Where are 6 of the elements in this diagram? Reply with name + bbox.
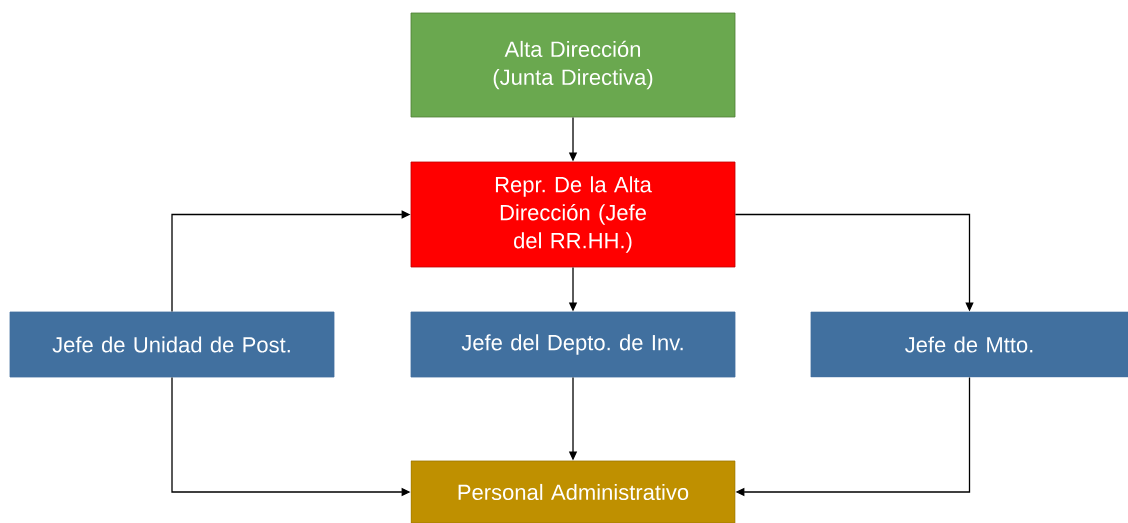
process-box: Jefe de Mtto. [810,311,1128,378]
process-box: Personal Administrativo [410,460,736,523]
process-box: Alta Dirección (Junta Directiva) [410,12,736,118]
process-box: Repr. De la Alta Dirección (Jefe del RR.HH.) [410,161,736,268]
process-box: Jefe del Depto. de Inv. [410,311,736,378]
process-box: Jefe de Unidad de Post. [9,311,335,378]
